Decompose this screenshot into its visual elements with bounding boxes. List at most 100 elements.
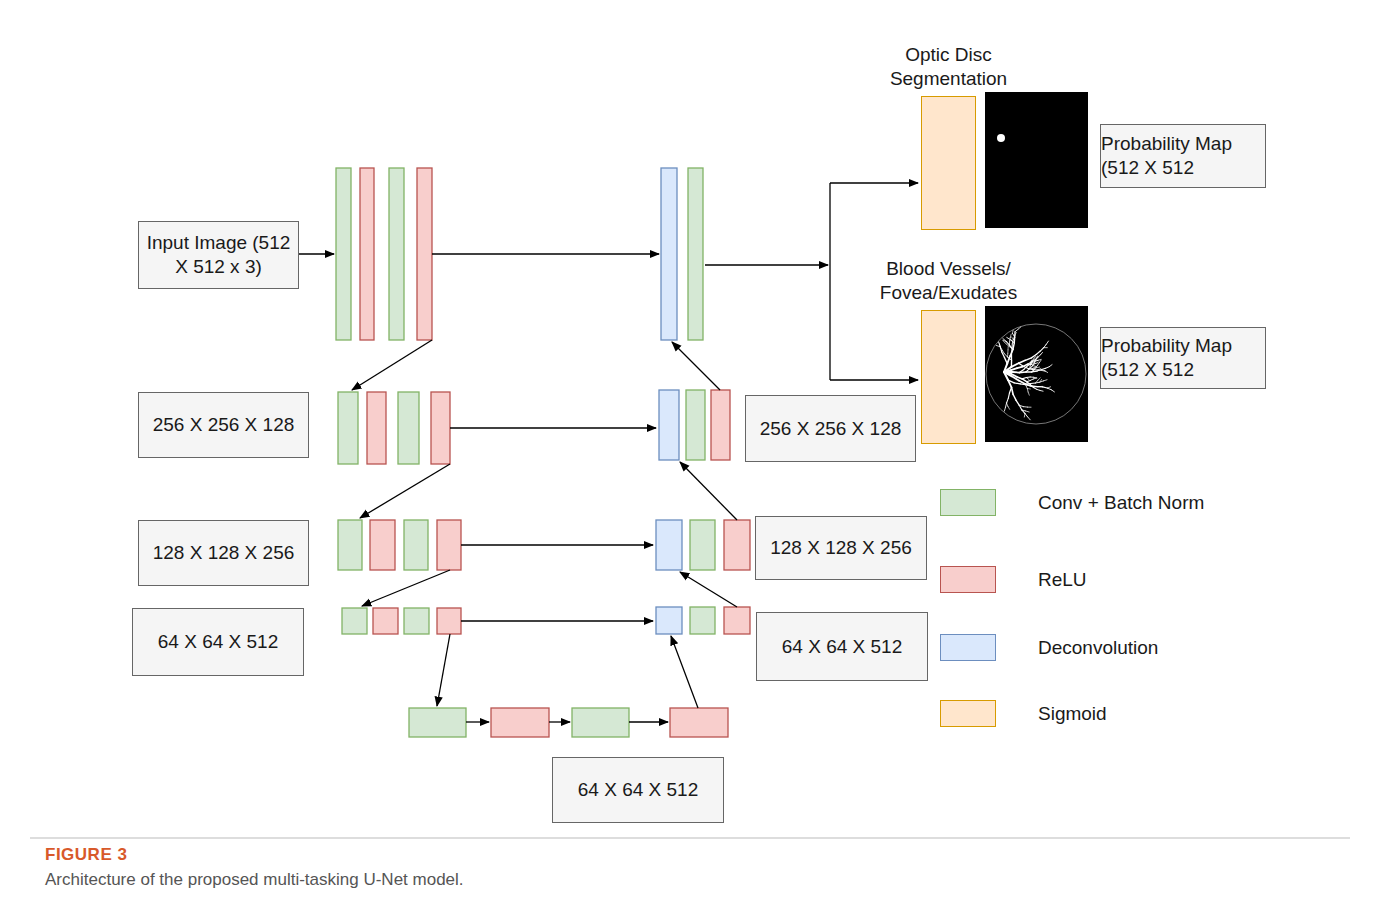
vessel-stroke (1019, 360, 1026, 363)
layer-bar (686, 390, 705, 460)
vessel-stroke (1013, 394, 1016, 400)
layer-bar (338, 392, 358, 464)
layer-bar (370, 520, 395, 570)
vessel-stroke (1032, 360, 1036, 362)
layer-bar (659, 390, 679, 460)
legend-swatch (940, 700, 996, 727)
flow-arrow (437, 634, 450, 706)
rule-line (30, 838, 1350, 839)
vessel-map (985, 306, 1088, 442)
vessel-stroke (1030, 376, 1034, 377)
shape-box: 128 X 128 X 256 (755, 516, 927, 580)
flow-arrow (680, 462, 737, 520)
vessel-stroke (1027, 362, 1031, 364)
vessel-stroke (1014, 383, 1020, 384)
vessel-stroke (1009, 341, 1010, 345)
vessel-stroke (1035, 360, 1038, 361)
vessel-stroke (1042, 370, 1045, 371)
legend-label: ReLU (1038, 569, 1087, 591)
vessel-stroke (1008, 393, 1009, 398)
input-box: Input Image (512 X 512 x 3) (138, 221, 299, 289)
layer-bar (437, 520, 461, 570)
vessel-stroke (1017, 377, 1022, 379)
box-label: Probability Map (512 X 512 (1101, 334, 1265, 382)
layer-bar (338, 520, 362, 570)
vessel-stroke (1004, 371, 1012, 373)
legend-entry: Deconvolution (940, 634, 1158, 661)
vessel-stroke (1039, 360, 1041, 363)
sigmoid-head: Optic Disc Segmentation (921, 96, 976, 230)
vessel-stroke (1027, 388, 1030, 389)
vessel-stroke (1009, 387, 1011, 393)
output-heading: Optic Disc Segmentation (869, 43, 1029, 91)
vessel-stroke (1012, 339, 1013, 343)
flow-arrow (549, 721, 570, 722)
vessel-stroke (1011, 368, 1017, 370)
layer-bar (437, 608, 461, 634)
vessel-stroke (1028, 392, 1029, 395)
layer-bar (409, 708, 466, 737)
vessel-stroke (1013, 343, 1014, 349)
vessel-stroke (1036, 380, 1038, 383)
vessel-stroke (1024, 366, 1029, 368)
legend-swatch (940, 634, 996, 661)
layer-bar (417, 168, 432, 340)
box-label: 128 X 128 X 256 (153, 541, 295, 565)
vessel-stroke (1034, 377, 1037, 379)
vessel-stroke (1030, 366, 1033, 369)
vessel-stroke (1027, 407, 1031, 408)
vessel-stroke (1037, 389, 1040, 390)
vessel-stroke (1047, 388, 1051, 390)
vessel-stroke (1044, 344, 1047, 347)
vessel-stroke (1043, 387, 1048, 388)
vessel-stroke (999, 344, 1001, 347)
vessel-stroke (1008, 406, 1010, 409)
flow-arrow (829, 183, 830, 380)
vessel-stroke (1022, 410, 1026, 411)
vessel-stroke (1004, 357, 1007, 363)
legend-label: Deconvolution (1038, 637, 1158, 659)
legend-swatch (940, 489, 996, 516)
flow-arrow (671, 636, 698, 708)
vessel-stroke (1020, 383, 1025, 385)
vessel-stroke (1022, 378, 1026, 379)
vessel-stroke (1019, 405, 1023, 406)
vessel-stroke (1034, 357, 1036, 359)
layer-bar (404, 520, 428, 570)
legend-label: Conv + Batch Norm (1038, 492, 1204, 514)
flow-arrow (461, 544, 653, 545)
vessel-stroke (1019, 369, 1023, 372)
vessel-stroke (1013, 336, 1014, 340)
vessel-stroke (1005, 403, 1006, 407)
flow-arrow (461, 620, 653, 621)
vessel-stroke (1047, 387, 1050, 388)
legend-swatch (940, 566, 996, 593)
shape-box: 256 X 256 X 128 (745, 395, 916, 462)
vessel-stroke (1018, 327, 1021, 329)
layer-bar (724, 520, 750, 570)
vessel-stroke (1011, 363, 1018, 367)
vessel-stroke (1028, 417, 1031, 420)
box-label: 256 X 256 X 128 (153, 413, 295, 437)
figure-caption: Architecture of the proposed multi-taski… (45, 870, 464, 890)
box-label: 64 X 64 X 512 (782, 635, 902, 659)
vessel-stroke (1051, 390, 1054, 392)
vessel-stroke (1002, 350, 1004, 353)
legend-entry: Conv + Batch Norm (940, 489, 1204, 516)
vessel-stroke (1007, 350, 1008, 353)
vessel-stroke (1004, 367, 1011, 372)
vessel-stroke (1011, 349, 1013, 354)
vessel-stroke (1025, 414, 1028, 417)
vessel-stroke (1027, 382, 1031, 385)
legend-entry: Sigmoid (940, 700, 1107, 727)
vessel-stroke (1024, 406, 1028, 407)
vessel-stroke (1009, 337, 1011, 341)
flow-arrow (830, 182, 918, 183)
layer-bar (373, 608, 398, 634)
vessel-tree (986, 324, 1086, 424)
disc-spot (997, 134, 1005, 142)
flow-arrow (629, 721, 668, 722)
vessel-stroke (1003, 339, 1006, 342)
layer-bar (367, 392, 386, 464)
vessel-stroke (1026, 385, 1028, 389)
